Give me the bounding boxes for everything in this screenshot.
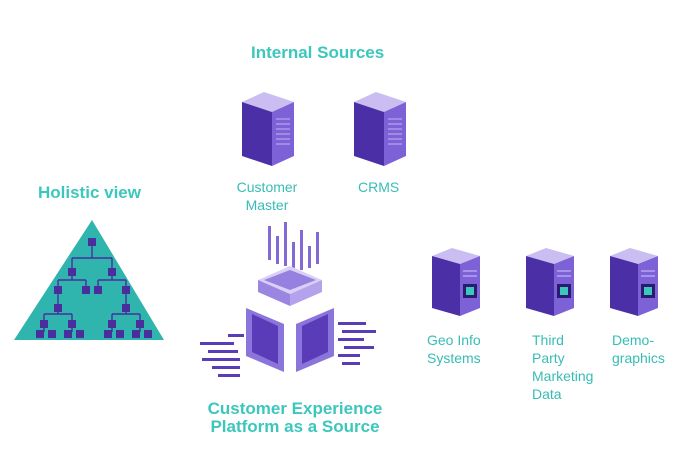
cep-platform-icon <box>200 222 376 377</box>
demographics-server-icon <box>610 248 658 316</box>
server-label-geo-info: Geo Info Systems <box>427 332 481 366</box>
cep-title: Customer Experience Platform as a Source <box>207 399 383 436</box>
holistic-view-title: Holistic view <box>38 183 141 202</box>
crms-server-icon <box>354 92 406 166</box>
server-label-crms: CRMS <box>358 179 400 195</box>
customer-master-server-icon <box>242 92 294 166</box>
server-label-demographics: Demo- graphics <box>612 332 665 366</box>
geo-info-server-icon <box>432 248 480 316</box>
server-label-third-party: Third Party Marketing Data <box>532 332 594 402</box>
third-party-server-icon <box>526 248 574 316</box>
internal-sources-title: Internal Sources <box>251 43 385 62</box>
server-label-customer-master: Customer Master <box>236 179 298 213</box>
hierarchy-triangle-icon <box>14 220 164 340</box>
